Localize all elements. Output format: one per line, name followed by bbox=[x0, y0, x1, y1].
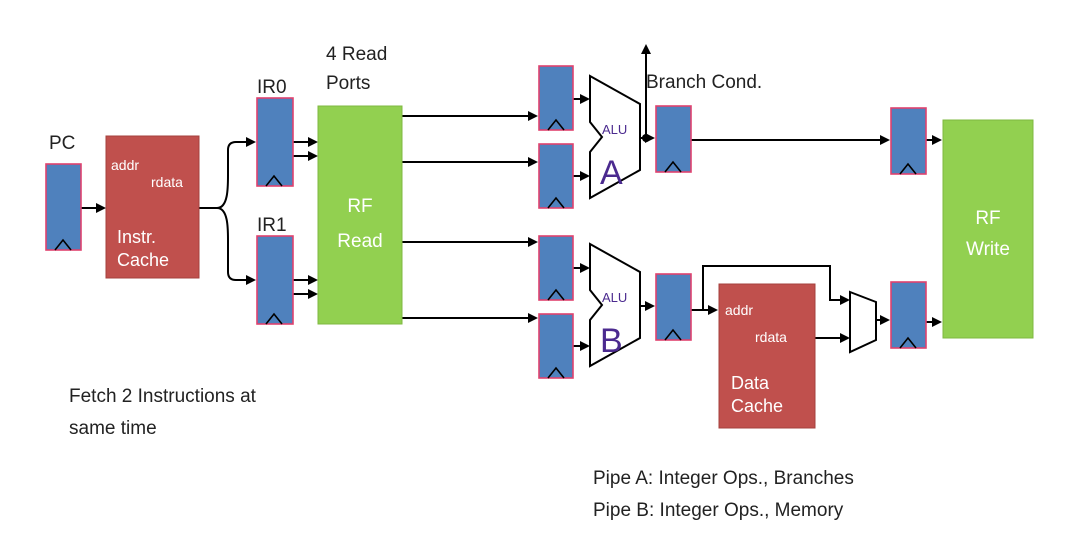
dcache-rdata-label: rdata bbox=[755, 329, 787, 345]
alu-b bbox=[589, 242, 641, 368]
writeback-register-b bbox=[890, 281, 927, 349]
wire-icache-to-ir1 bbox=[216, 207, 256, 285]
read-ports-label-line2: Ports bbox=[326, 73, 370, 94]
instruction-cache bbox=[105, 135, 200, 279]
rf-read-line1: RF bbox=[347, 196, 372, 217]
rf-write-block bbox=[942, 119, 1034, 339]
pipe-b-note: Pipe B: Integer Ops., Memory bbox=[593, 500, 844, 521]
pc-label: PC bbox=[49, 133, 75, 154]
icache-name-line2: Cache bbox=[117, 250, 169, 270]
fetch-note-line1: Fetch 2 Instructions at bbox=[69, 386, 257, 407]
pipe-b-register bbox=[655, 273, 692, 341]
alu-a-label: ALU bbox=[602, 122, 627, 137]
writeback-mux bbox=[849, 290, 877, 354]
dcache-name-line2: Cache bbox=[731, 396, 783, 416]
rf-write-line2: Write bbox=[966, 239, 1010, 260]
ir0-label: IR0 bbox=[257, 77, 287, 98]
dcache-addr-label: addr bbox=[725, 302, 753, 318]
dcache-name-line1: Data bbox=[731, 373, 770, 393]
wires bbox=[81, 44, 942, 351]
operand-register-b1 bbox=[538, 235, 574, 301]
alu-b-letter: B bbox=[600, 322, 623, 360]
junction-dot bbox=[642, 134, 650, 142]
registers bbox=[45, 65, 927, 379]
alu-a bbox=[589, 74, 641, 200]
icache-rdata-label: rdata bbox=[151, 174, 183, 190]
ir1-register bbox=[256, 235, 294, 325]
icache-addr-label: addr bbox=[111, 157, 139, 173]
wire-bypass-to-mux bbox=[702, 265, 850, 310]
operand-register-a2 bbox=[538, 143, 574, 209]
operand-register-b2 bbox=[538, 313, 574, 379]
rf-read-line2: Read bbox=[337, 231, 382, 252]
rf-read-block bbox=[317, 105, 403, 325]
pipe-a-register bbox=[655, 105, 692, 173]
alu-a-letter: A bbox=[600, 154, 623, 192]
read-ports-label-line1: 4 Read bbox=[326, 44, 387, 65]
pipe-a-note: Pipe A: Integer Ops., Branches bbox=[593, 468, 854, 489]
ir0-register bbox=[256, 97, 294, 187]
rf-write-line1: RF bbox=[975, 208, 1000, 229]
fetch-note-line2: same time bbox=[69, 418, 157, 439]
icache-name-line1: Instr. bbox=[117, 227, 156, 247]
operand-register-a1 bbox=[538, 65, 574, 131]
alu-b-label: ALU bbox=[602, 290, 627, 305]
data-cache bbox=[718, 283, 816, 429]
pc-register bbox=[45, 163, 82, 251]
wire-icache-to-ir0 bbox=[199, 137, 256, 209]
branch-cond-label: Branch Cond. bbox=[646, 72, 762, 93]
ir1-label: IR1 bbox=[257, 215, 287, 236]
writeback-register-a bbox=[890, 107, 927, 175]
